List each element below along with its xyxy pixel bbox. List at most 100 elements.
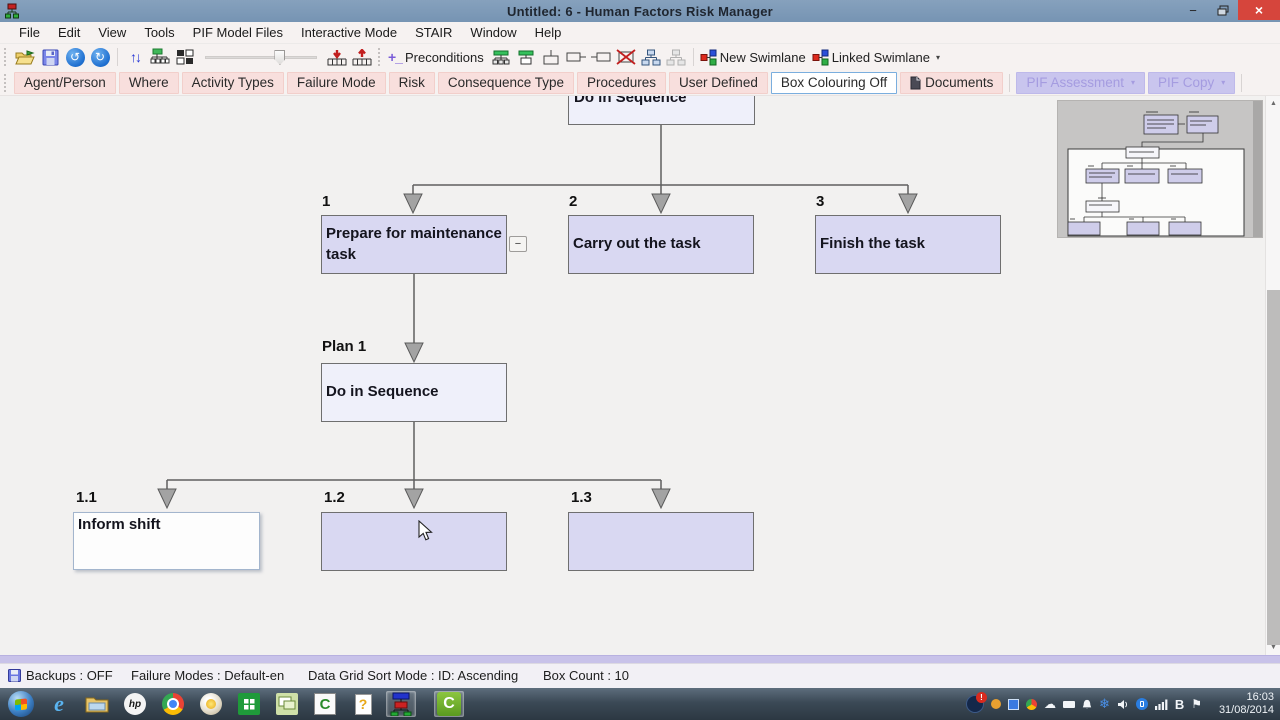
power-tray-icon[interactable] [1135, 698, 1148, 710]
taskbar-hp-icon[interactable]: hp [120, 691, 150, 717]
menu-window[interactable]: Window [470, 25, 517, 40]
battery-tray-icon[interactable] [1062, 700, 1075, 708]
toolbar-grip[interactable] [4, 73, 9, 92]
add-box-above-button[interactable] [540, 46, 562, 68]
app-window-tray-icon[interactable] [1007, 698, 1019, 710]
close-button[interactable]: × [1238, 0, 1280, 20]
menu-tools[interactable]: Tools [144, 25, 175, 40]
open-button[interactable] [14, 46, 36, 68]
zoom-slider-thumb[interactable] [274, 50, 286, 65]
delete-box-button[interactable] [615, 46, 637, 68]
user-tray-icon[interactable] [990, 699, 1001, 709]
linked-swimlane-button[interactable]: Linked Swimlane ▾ [812, 46, 940, 68]
chevron-down-icon[interactable]: ▾ [936, 52, 941, 62]
add-sibling-box-button[interactable] [515, 46, 537, 68]
taskbar-ie-icon[interactable]: e [54, 691, 64, 716]
window-title: Untitled: 6 - Human Factors Risk Manager [507, 3, 773, 19]
risk-button[interactable]: Risk [388, 71, 435, 94]
taskbar-chrome-icon[interactable] [158, 691, 188, 717]
chrome-tray-icon[interactable] [1025, 698, 1037, 710]
task-box-finish[interactable]: Finish the task [815, 215, 1001, 274]
import-grid-button[interactable] [326, 46, 348, 68]
add-child-box-button[interactable] [490, 46, 512, 68]
collapse-button[interactable]: − [509, 236, 527, 252]
user-defined-button[interactable]: User Defined [669, 71, 768, 94]
toolbar-grip[interactable] [378, 48, 383, 66]
add-box-left-button[interactable] [590, 46, 612, 68]
preconditions-button[interactable]: +_ Preconditions [388, 46, 487, 68]
consequence-type-button[interactable]: Consequence Type [437, 71, 574, 94]
taskbar-lightbulb-app-icon[interactable] [196, 691, 226, 717]
task-box-empty-1-3[interactable] [568, 512, 754, 571]
status-failure-modes: Failure Modes : Default-en [131, 668, 285, 683]
task-box-empty-1-2[interactable] [321, 512, 507, 571]
box-number: 2 [569, 193, 578, 210]
task-box-inform-shift[interactable]: Inform shift [73, 512, 260, 570]
taskbar-help-icon[interactable]: ? [348, 691, 378, 717]
zoom-slider-track[interactable] [205, 56, 317, 59]
tree-grid-icon [150, 48, 170, 64]
zoom-slider[interactable] [205, 48, 317, 66]
menu-file[interactable]: File [19, 25, 40, 40]
hierarchy-disabled-icon [666, 49, 686, 65]
redo-button[interactable]: ↻ [89, 46, 111, 68]
scrollbar-thumb[interactable] [1267, 290, 1280, 645]
snowflake-tray-icon[interactable]: ❄ [1098, 696, 1110, 711]
box-number: 1.2 [324, 489, 345, 506]
horizontal-scrollbar[interactable] [0, 655, 1280, 663]
taskbar-clock[interactable]: 16:03 31/08/2014 [1219, 691, 1274, 717]
task-box-carry-out[interactable]: Carry out the task [568, 215, 754, 274]
failure-mode-button[interactable]: Failure Mode [286, 71, 386, 94]
window-layout-button[interactable] [174, 46, 196, 68]
overview-minimap[interactable] [1057, 100, 1263, 238]
export-grid-button[interactable] [351, 46, 373, 68]
menu-help[interactable]: Help [534, 25, 562, 40]
add-box-right-button[interactable] [565, 46, 587, 68]
hierarchy-view-button[interactable] [640, 46, 662, 68]
activity-types-button[interactable]: Activity Types [181, 71, 284, 94]
box-colouring-toggle[interactable]: Box Colouring Off [770, 71, 898, 94]
minimize-button[interactable]: − [1189, 2, 1197, 18]
start-button[interactable] [8, 691, 34, 717]
cloud-tray-icon[interactable]: ☁ [1043, 697, 1056, 711]
box-stem-left-icon [590, 52, 611, 62]
menu-pif-model-files[interactable]: PIF Model Files [192, 25, 283, 40]
menu-interactive-mode[interactable]: Interactive Mode [300, 25, 398, 40]
documents-button[interactable]: Documents [900, 71, 1004, 94]
toolbar-grip[interactable] [4, 48, 9, 66]
where-button[interactable]: Where [118, 71, 179, 94]
taskbar-hfrm-app-icon[interactable] [386, 691, 416, 717]
task-box-parent[interactable]: Do in Sequence [568, 96, 755, 125]
pif-copy-label: PIF Copy [1158, 75, 1215, 90]
undo-button[interactable]: ↺ [64, 46, 86, 68]
procedures-button[interactable]: Procedures [577, 71, 667, 94]
taskbar-camtasia-recorder-icon[interactable]: C [434, 691, 464, 717]
taskbar-camtasia-icon[interactable]: C [310, 691, 340, 717]
save-button[interactable] [39, 46, 61, 68]
menu-view[interactable]: View [98, 25, 127, 40]
action-center-icon[interactable]: ! [965, 692, 987, 713]
diagram-canvas[interactable]: Do in Sequence 1 2 3 Prepare for mainten… [0, 96, 1280, 655]
agent-person-button[interactable]: Agent/Person [14, 71, 116, 94]
volume-tray-icon[interactable] [1117, 699, 1129, 710]
flag-tray-icon[interactable]: ⚑ [1191, 697, 1202, 711]
bell-tray-icon[interactable] [1082, 699, 1092, 710]
sort-order-button[interactable]: ↑↓ [124, 46, 146, 68]
new-swimlane-button[interactable]: New Swimlane [700, 46, 809, 68]
babylon-tray-icon[interactable]: B [1174, 696, 1185, 712]
taskbar-explorer-icon[interactable] [82, 691, 112, 717]
menu-stair[interactable]: STAIR [415, 25, 453, 40]
documents-label: Documents [925, 75, 994, 90]
taskbar-remote-desktop-icon[interactable] [272, 691, 302, 717]
task-box-prepare[interactable]: Prepare for maintenance task [321, 215, 507, 274]
plan-box-do-in-sequence[interactable]: Do in Sequence [321, 363, 507, 422]
restore-button[interactable] [1208, 0, 1238, 20]
scroll-down-button[interactable]: ▼ [1270, 644, 1277, 651]
taskbar-store-icon[interactable] [234, 691, 264, 717]
tree-view-button[interactable] [149, 46, 171, 68]
menu-edit[interactable]: Edit [57, 25, 81, 40]
pif-assessment-button: PIF Assessment ▾ [1016, 71, 1145, 94]
network-tray-icon[interactable] [1154, 699, 1168, 710]
scroll-up-button[interactable]: ▲ [1270, 100, 1277, 107]
vertical-scrollbar[interactable]: ▲ ▼ [1265, 96, 1280, 655]
